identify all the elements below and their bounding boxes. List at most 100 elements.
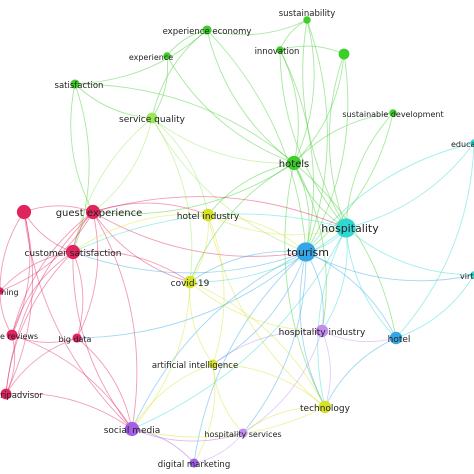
edge-artificial_intelligence-social_media (131, 363, 214, 430)
edge-guest_experience-social_media (92, 211, 138, 430)
node-sustainability (303, 16, 311, 24)
label-hospitality: hospitality (321, 222, 379, 235)
edge-guest_experience-big_data (76, 211, 99, 339)
edge-green_dot-tourism (305, 53, 349, 253)
node-guest_experience (85, 204, 101, 220)
edge-service_quality-hotel_industry (151, 117, 209, 216)
node-social_media (124, 421, 140, 437)
label-service_quality: service quality (119, 115, 186, 125)
label-social_media: social media (104, 426, 161, 436)
node-hotels (286, 155, 302, 171)
edge-tripadvisor-red_dot (5, 211, 34, 395)
label-sustainable_development: sustainable development (342, 110, 443, 119)
edge-hospitality_industry-hospitality_services (242, 330, 323, 434)
edge-covid19-social_media (131, 281, 191, 430)
label-education: educa (451, 140, 474, 149)
label-hotel: hotel (388, 335, 411, 345)
edge-sustainability-innovation (279, 19, 308, 51)
edge-covid19-hospitality_industry (189, 281, 323, 332)
edge-customer_satisfaction-tripadvisor (5, 251, 74, 395)
node-satisfaction (70, 79, 80, 89)
edge-sustainable_development-hotels (293, 112, 394, 164)
node-education (470, 139, 474, 147)
edge-guest_experience-tripadvisor (5, 211, 94, 395)
edge-hotels-guest_experience (92, 162, 295, 215)
edge-hospitality_industry-artificial_intelligence (212, 330, 323, 365)
edge-learning-online_reviews (0, 290, 13, 336)
label-hospitality_industry: hospitality industry (279, 328, 366, 338)
edge-tourism-virtual (305, 251, 474, 282)
node-big_data (72, 333, 82, 343)
edge-experience_economy-tourism (206, 29, 307, 253)
label-technology: technology (300, 404, 351, 414)
label-tourism: tourism (287, 246, 329, 259)
edge-service_quality-covid19 (151, 117, 193, 283)
edge-guest_experience-hospitality (92, 196, 347, 229)
node-sustainable_development (389, 109, 397, 117)
edge-online_reviews-red_dot (11, 211, 31, 336)
edge-sustainability-tourism (305, 19, 328, 253)
node-red_dot (16, 204, 32, 220)
edge-online_reviews-big_data (11, 334, 78, 343)
edge-red_dot-social_media (23, 211, 133, 430)
edge-tourism-technology (299, 251, 326, 408)
edge-education-hospitality (345, 142, 474, 229)
edge-tourism-covid19 (189, 250, 307, 283)
edge-tourism-hospitality_services (242, 251, 307, 434)
node-tripadvisor (0, 388, 12, 400)
edge-tourism-hospitality_industry (305, 251, 324, 332)
label-satisfaction: satisfaction (55, 81, 104, 91)
edge-service_quality-tourism (151, 117, 307, 253)
node-hotel_industry (201, 208, 215, 222)
node-technology (318, 400, 332, 414)
node-covid19 (183, 275, 197, 289)
edge-tripadvisor-social_media (5, 393, 133, 430)
label-big_data: big data (59, 335, 92, 344)
edge-artificial_intelligence-digital_marketing (193, 363, 216, 464)
edge-experience-service_quality (151, 55, 168, 119)
edge-technology-social_media (131, 406, 326, 438)
edge-experience_economy-satisfaction (74, 29, 208, 85)
edge-hotel_industry-tourism (207, 214, 307, 253)
edge-experience_economy-service_quality (151, 29, 208, 119)
label-experience_economy: experience economy (163, 27, 252, 37)
label-virtual: virt (460, 272, 473, 281)
edge-hotels-tourism (293, 162, 310, 253)
edge-education-hotel (395, 142, 474, 339)
node-layer (0, 16, 474, 468)
node-digital_marketing (189, 458, 199, 468)
edge-guest_experience-hotel_industry (92, 202, 209, 216)
node-innovation (276, 46, 284, 54)
edge-tourism-social_media (131, 251, 307, 430)
node-service_quality (146, 112, 158, 124)
edge-artificial_intelligence-technology (212, 363, 326, 408)
edge-hospitality-technology (317, 227, 347, 408)
node-online_reviews (6, 329, 18, 341)
edge-hospitality-covid19 (189, 227, 347, 283)
edge-satisfaction-customer_satisfaction (72, 83, 90, 253)
edge-covid19-artificial_intelligence (189, 281, 214, 365)
label-learning: rning (0, 288, 19, 297)
edge-sustainable_development-hospitality (345, 112, 394, 229)
edge-technology-hospitality_services (242, 406, 326, 434)
label-customer_satisfaction: customer satisfaction (24, 249, 121, 259)
edge-sustainable_development-tourism (305, 112, 394, 253)
edge-hotel_industry-covid19 (189, 214, 209, 283)
edge-tourism-big_data (76, 251, 307, 339)
label-artificial_intelligence: artificial intelligence (152, 361, 238, 371)
edge-tourism-customer_satisfaction (72, 251, 307, 274)
edge-hotels-hotel (293, 162, 397, 339)
edge-hospitality-virtual (345, 227, 474, 276)
edge-innovation-hospitality (279, 49, 347, 229)
edge-sustainability-hospitality (302, 19, 347, 229)
edge-service_quality-hotels (151, 117, 295, 164)
node-hospitality (336, 218, 356, 238)
edge-innovation-hotels (279, 49, 299, 164)
edge-online_reviews-social_media (11, 334, 133, 430)
edge-hospitality-hotel (345, 227, 397, 339)
node-green_dot (338, 48, 350, 60)
edge-hotel_industry-hospitality (207, 214, 347, 236)
edge-service_quality-guest_experience (92, 117, 153, 213)
